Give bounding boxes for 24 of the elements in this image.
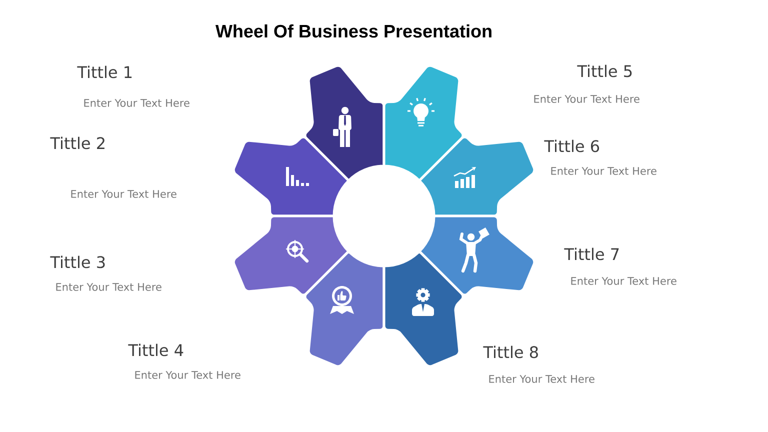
- item-text: Enter Your Text Here: [135, 371, 240, 379]
- gear-segment: [382, 250, 464, 368]
- gear-segment: [304, 250, 386, 368]
- gear-segment: [418, 214, 536, 296]
- item-text: Enter Your Text Here: [551, 167, 656, 175]
- item-heading: Tittle 3: [50, 256, 105, 268]
- item-heading: Tittle 6: [544, 140, 600, 152]
- item-heading: Tittle 7: [564, 248, 619, 260]
- item-text: Enter Your Text Here: [84, 99, 190, 107]
- item-text: Enter Your Text Here: [71, 190, 176, 198]
- gear-segment: [418, 136, 536, 218]
- gear-segment: [232, 214, 350, 296]
- item-heading: Tittle 2: [50, 136, 104, 150]
- item-text: Enter Your Text Here: [571, 277, 676, 285]
- gear-segment: [382, 64, 464, 182]
- item-heading: Tittle 1: [77, 66, 132, 78]
- item-heading: Tittle 8: [483, 346, 538, 358]
- item-text: Enter Your Text Here: [534, 95, 640, 103]
- item-text: Enter Your Text Here: [56, 283, 162, 291]
- item-heading: Tittle 5: [577, 64, 632, 78]
- item-text: Enter Your Text Here: [489, 375, 594, 383]
- item-heading: Tittle 4: [128, 344, 184, 356]
- title: Wheel Of Business Presentation: [216, 24, 492, 38]
- gear-segment: [232, 136, 350, 218]
